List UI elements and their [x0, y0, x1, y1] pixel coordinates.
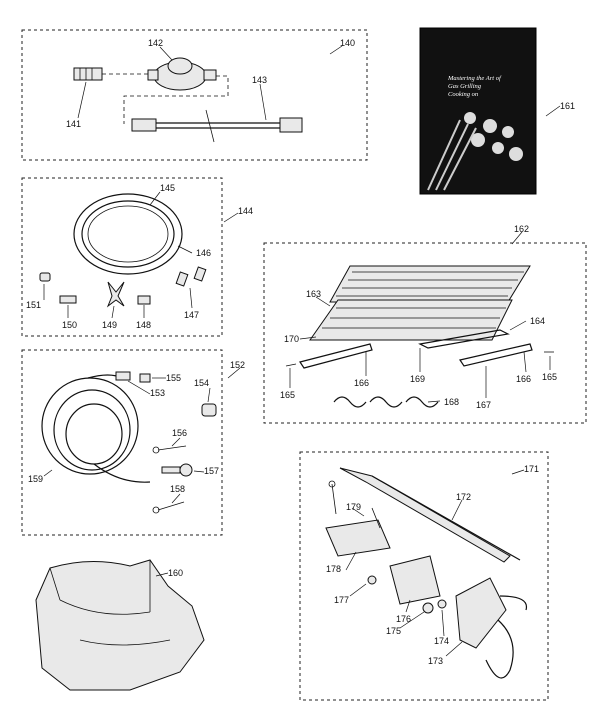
part-163-grate-lower	[309, 299, 513, 341]
label-143: 143	[252, 75, 267, 85]
label-154: 154	[194, 378, 209, 388]
part-172-spit-rod	[339, 467, 521, 563]
part-166-bracket-left	[299, 343, 373, 369]
group-144: 145 146 144 151 150 149 148 147	[21, 177, 253, 337]
part-161-cookbook: Mastering the Art of Gas Grilling Cookin…	[419, 27, 575, 195]
group-140: 140 141 142 143	[21, 29, 368, 161]
label-171: 171	[524, 464, 539, 474]
part-150	[59, 295, 77, 304]
part-176-mount	[389, 555, 441, 605]
part-177-screw	[367, 575, 377, 585]
label-167: 167	[476, 400, 491, 410]
part-157	[161, 463, 193, 477]
label-148: 148	[136, 320, 151, 330]
label-160: 160	[168, 568, 183, 578]
part-160-cover: 160	[35, 559, 205, 691]
label-165-left: 165	[280, 390, 295, 400]
book-title-line2: Gas Grilling	[448, 83, 482, 90]
label-153: 153	[150, 388, 165, 398]
part-141-fitting	[73, 67, 103, 81]
label-176: 176	[396, 614, 411, 624]
part-158	[152, 501, 185, 514]
label-147: 147	[184, 310, 199, 320]
label-170: 170	[284, 334, 299, 344]
label-156: 156	[172, 428, 187, 438]
part-156	[152, 445, 187, 454]
part-159-coiled-wire	[41, 374, 151, 483]
label-161: 161	[560, 101, 575, 111]
label-155: 155	[166, 373, 181, 383]
part-175-washer	[422, 602, 434, 614]
label-140: 140	[340, 38, 355, 48]
part-179-screws	[328, 480, 381, 529]
part-149	[106, 281, 125, 308]
part-147	[175, 266, 207, 287]
label-151: 151	[26, 300, 41, 310]
label-166-left: 166	[354, 378, 369, 388]
label-172: 172	[456, 492, 471, 502]
label-158: 158	[170, 484, 185, 494]
label-165-right: 165	[542, 372, 557, 382]
group-140-box	[21, 29, 368, 161]
label-177: 177	[334, 595, 349, 605]
book-title-line1: Mastering the Art of	[447, 75, 502, 82]
part-164-rack-bar	[418, 329, 510, 349]
group-162-box	[263, 242, 587, 424]
group-162: 162 163 164 170 166 169 165 167 166 165 …	[263, 224, 587, 424]
label-162: 162	[514, 224, 529, 234]
part-grate-upper	[329, 265, 531, 303]
part-142-regulator	[147, 57, 217, 91]
label-152: 152	[230, 360, 245, 370]
part-174-nut	[437, 599, 447, 609]
label-142: 142	[148, 38, 163, 48]
label-157: 157	[204, 466, 219, 476]
part-168-clips	[333, 396, 439, 408]
label-174: 174	[434, 636, 449, 646]
part-153	[115, 371, 131, 381]
part-166-bracket-right	[459, 343, 533, 367]
label-146: 146	[196, 248, 211, 258]
part-155	[139, 373, 151, 383]
part-154	[201, 403, 217, 417]
label-173: 173	[428, 656, 443, 666]
label-144: 144	[238, 206, 253, 216]
label-141: 141	[66, 119, 81, 129]
label-169: 169	[410, 374, 425, 384]
part-165-screws	[285, 351, 554, 367]
label-175: 175	[386, 626, 401, 636]
part-145-ring	[73, 193, 183, 275]
label-168: 168	[444, 397, 459, 407]
label-149: 149	[102, 320, 117, 330]
label-178: 178	[326, 564, 341, 574]
label-166-right: 166	[516, 374, 531, 384]
label-163: 163	[306, 289, 321, 299]
group-144-box	[21, 177, 223, 337]
part-173-motor	[455, 577, 528, 679]
label-145: 145	[160, 183, 175, 193]
part-143-hose	[131, 109, 303, 143]
group-171: 171 172 178 179 177 176 175 174 173	[299, 451, 549, 701]
book-title-line3: Cooking on	[448, 91, 478, 98]
part-151	[39, 272, 51, 282]
label-150: 150	[62, 320, 77, 330]
part-148	[137, 295, 151, 305]
label-179: 179	[346, 502, 361, 512]
group-152: 152 153 155 154 156 157 158 159	[21, 349, 245, 536]
label-159: 159	[28, 474, 43, 484]
part-178-bracket	[325, 519, 391, 557]
label-164: 164	[530, 316, 545, 326]
